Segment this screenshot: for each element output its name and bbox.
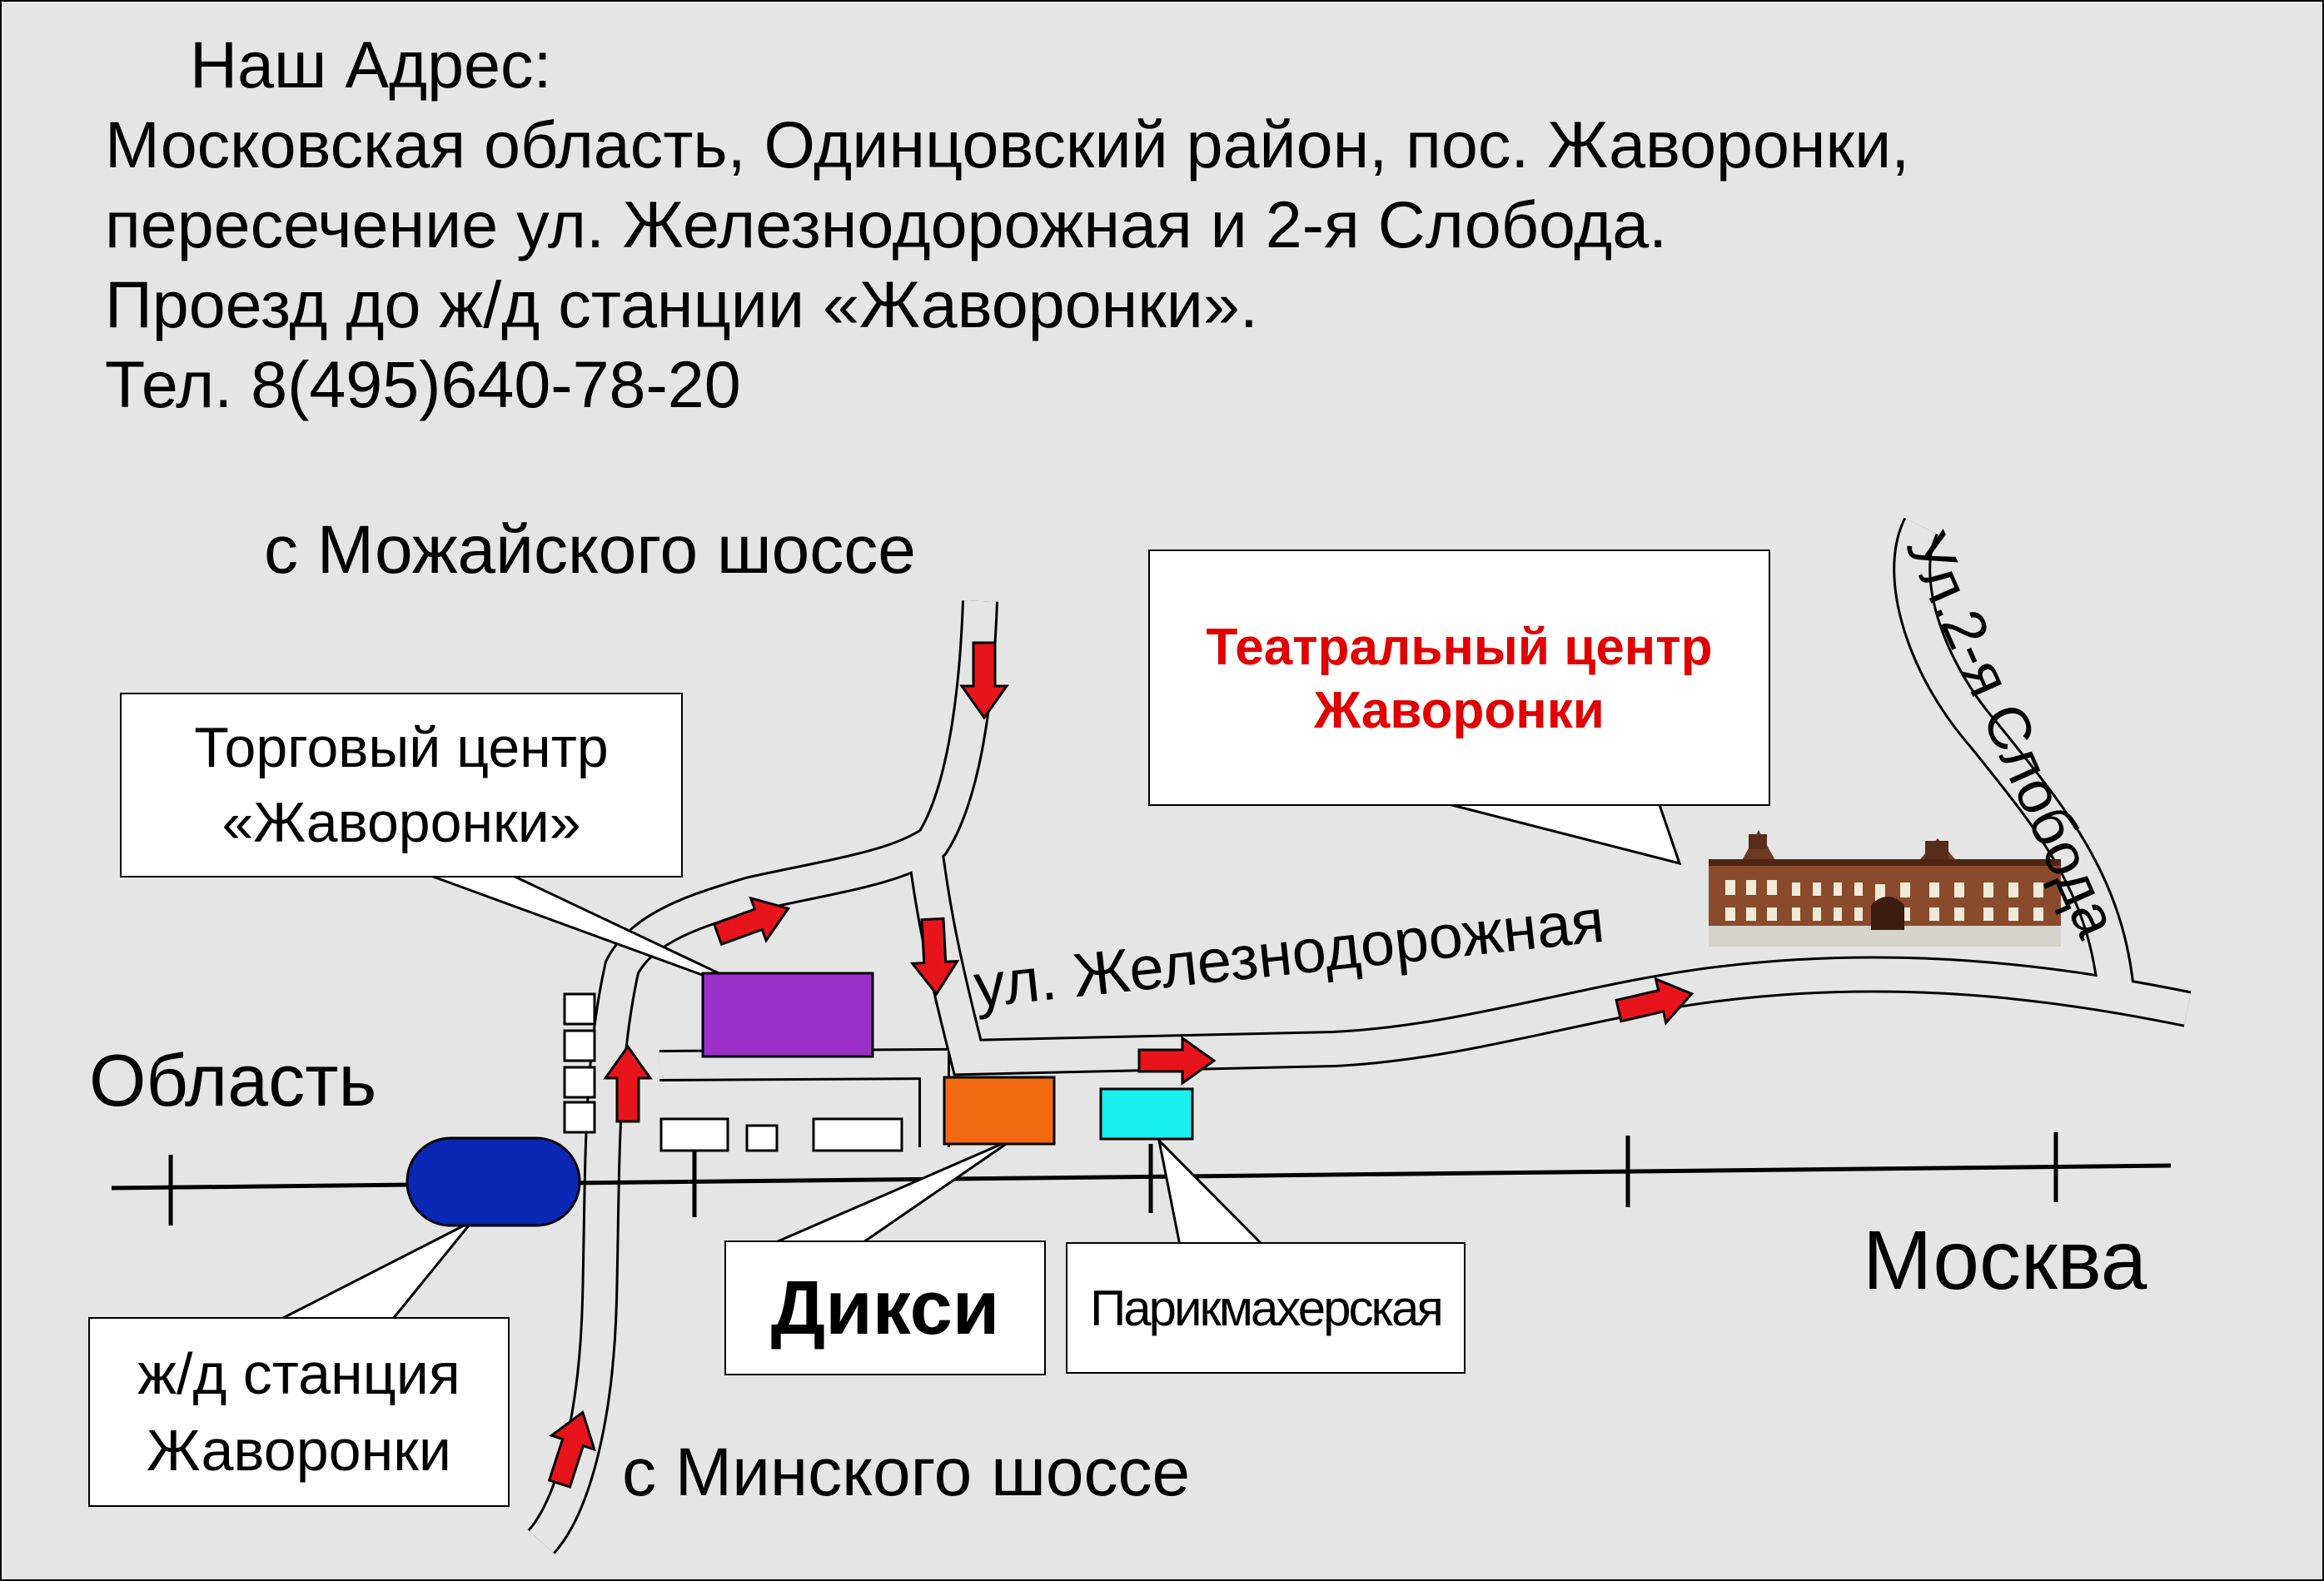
station-marker — [406, 1136, 581, 1227]
label-moscow: Москва — [1863, 1214, 2147, 1307]
address-line-1: Московская область, Одинцовский район, п… — [105, 107, 1910, 181]
mall-callout-subtitle: «Жаворонки» — [221, 791, 581, 854]
theater-callout-pointer — [1441, 801, 1682, 866]
address-phone: Тел. 8(495)640-78-20 — [105, 347, 741, 421]
dixy-callout-pointer — [775, 1137, 1014, 1244]
theater-building-icon — [1709, 830, 2061, 947]
buildings — [406, 972, 1194, 1227]
kiosk — [563, 1029, 596, 1062]
address-line-3: Проезд до ж/д станции «Жаворонки». — [105, 267, 1258, 341]
station-callout-subtitle: Жаворонки — [147, 1418, 451, 1483]
barber-building — [1099, 1087, 1194, 1141]
label-from-mozhaisk: с Можайского шоссе — [264, 512, 916, 588]
kiosk — [563, 992, 596, 1026]
address-heading: Наш Адрес: — [190, 27, 552, 102]
theater-callout-title: Театральный центр — [1206, 619, 1713, 676]
mall-building — [701, 972, 874, 1058]
label-region: Область — [89, 1039, 377, 1121]
barber-callout-pointer — [1157, 1136, 1267, 1247]
dixy-callout-title: Дикси — [770, 1265, 1000, 1350]
barber-callout: Парикмахерская — [1066, 1242, 1466, 1374]
station-callout-pointer — [281, 1220, 474, 1320]
barber-callout-title: Парикмахерская — [1090, 1280, 1444, 1336]
address-line-2: пересечение ул. Железнодорожная и 2-я Сл… — [105, 187, 1668, 261]
theater-callout: Театральный центр Жаворонки — [1148, 549, 1770, 806]
theater-callout-subtitle: Жаворонки — [1314, 682, 1605, 739]
label-from-minsk: с Минского шоссе — [622, 1434, 1191, 1510]
small-building — [659, 1117, 729, 1152]
kiosk — [563, 1101, 596, 1134]
callout-pointers — [281, 801, 1682, 1320]
dixy-callout: Дикси — [724, 1240, 1046, 1375]
station-callout: ж/д станция Жаворонки — [88, 1317, 510, 1507]
small-building — [745, 1124, 779, 1152]
small-building — [812, 1117, 903, 1152]
mall-callout-title: Торговый центр — [194, 716, 609, 779]
kiosk — [563, 1066, 596, 1099]
dixy-building — [943, 1076, 1056, 1146]
mall-callout: Торговый центр «Жаворонки» — [120, 693, 683, 878]
station-callout-title: ж/д станция — [137, 1341, 460, 1406]
